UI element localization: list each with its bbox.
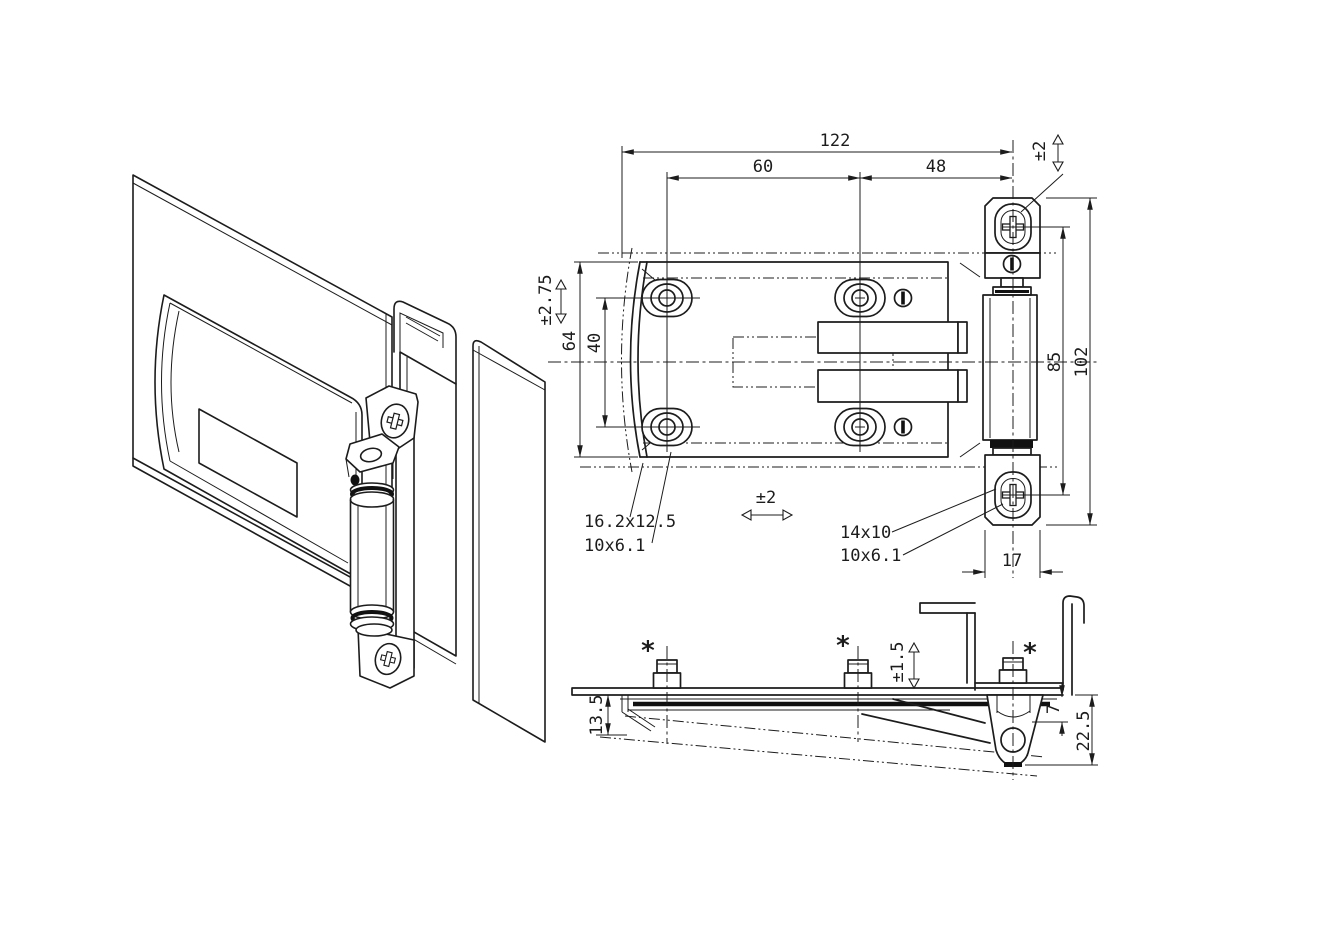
seal-ring [990, 440, 1033, 448]
side-view: * * * 13.5 ±1.5 [571, 595, 1098, 780]
dim-64-label: 64 [560, 331, 580, 351]
dim-overall-depth: 22.5 [1025, 694, 1098, 766]
up-arrow-icon [1052, 133, 1064, 145]
screw-slot-icon [901, 420, 905, 434]
iso-door-window [198, 408, 298, 518]
dim-hinge-width: 17 [962, 530, 1063, 578]
dim-hole-pitch-v: 40 [585, 297, 608, 428]
note-slot-inner: 10x6.1 [584, 536, 645, 556]
dim-plate-height: 64 [560, 261, 638, 458]
note-hinge-slot-outer: 14x10 [840, 523, 891, 543]
stud-asterisk-3: * [1022, 638, 1038, 668]
note-slot-outer: 16.2x12.5 [584, 512, 676, 532]
iso-door-emboss [154, 294, 363, 577]
iso-hinge-barrel [349, 499, 395, 632]
iso-bottom-screw-cross-icon [379, 650, 397, 668]
tolerance-hinge-vertical: ±2 [1020, 133, 1064, 213]
side-studs [652, 657, 1028, 689]
down-arrow-icon [908, 678, 920, 690]
iso-top-screw-cross-icon [386, 412, 404, 430]
dim-hinge-offset: 48 [859, 157, 1013, 181]
note-hinge-slots: 14x10 10x6.1 [840, 488, 1004, 566]
dim-40-label: 40 [585, 333, 605, 353]
dim-overall-width: 122 [621, 131, 1013, 258]
iso-frame-panel [472, 339, 546, 743]
tol-plus-minus-2-vertical: ±2 [1030, 141, 1050, 161]
side-frame-profile [919, 595, 1085, 696]
screw-slot-icon [1010, 257, 1014, 271]
dim-screw-pitch: 85 [1045, 226, 1066, 496]
down-arrow-icon [555, 313, 567, 325]
note-plate-slots: 16.2x12.5 10x6.1 [584, 451, 676, 556]
side-centerlines [666, 641, 1014, 780]
dim-102-label: 102 [1072, 347, 1092, 378]
tol-plus-minus-2-horizontal: ±2 [756, 488, 776, 508]
tolerance-horizontal: ±2 [740, 488, 794, 521]
hinge-leaf-tabs [817, 321, 968, 403]
dim-17-label: 17 [1002, 551, 1022, 571]
tolerance-depth: ±1.5 [888, 641, 920, 690]
stud-asterisk-2: * [835, 631, 851, 661]
dim-60-label: 60 [753, 157, 773, 177]
dim-hole-pitch-h: 60 [666, 157, 861, 186]
top-view: 122 60 48 ±2 ±2.75 64 [536, 131, 1100, 578]
tol-plus-minus-275: ±2.75 [536, 274, 556, 325]
dim-plate-depth: 13.5 [587, 695, 627, 736]
note-hinge-slot-inner: 10x6.1 [840, 546, 901, 566]
side-hinge-leaf [620, 695, 1057, 744]
dim-85-label: 85 [1045, 352, 1065, 372]
up-arrow-icon [555, 278, 567, 290]
stud-asterisk-1: * [640, 636, 656, 666]
isometric-view [132, 174, 546, 743]
dim-7-label: 7 [1044, 704, 1064, 714]
iso-hinge [345, 385, 419, 689]
left-arrow-icon [740, 509, 752, 521]
dim-48-label: 48 [926, 157, 946, 177]
tol-plus-minus-15: ±1.5 [888, 642, 908, 683]
plate-slotted-screws [893, 288, 913, 437]
iso-pin-hole [359, 447, 383, 463]
right-arrow-icon [782, 509, 794, 521]
dim-135-label: 13.5 [587, 695, 607, 736]
screw-slot-icon [901, 291, 905, 305]
dim-122-label: 122 [820, 131, 851, 151]
down-arrow-icon [1052, 161, 1064, 173]
up-arrow-icon [908, 641, 920, 653]
dim-hinge-length: 102 [1046, 197, 1097, 526]
iso-barrel-foot [355, 623, 393, 637]
dim-knuckle-inset: 7 [1032, 683, 1068, 736]
side-door-plate [571, 682, 1064, 696]
dim-225-label: 22.5 [1074, 711, 1094, 752]
iso-set-screw [350, 474, 360, 486]
tolerance-plate-vertical: ±2.75 [536, 274, 567, 326]
